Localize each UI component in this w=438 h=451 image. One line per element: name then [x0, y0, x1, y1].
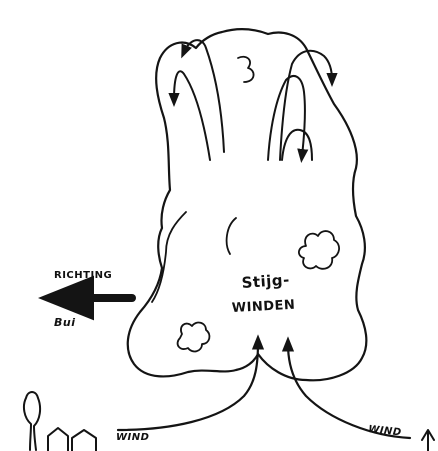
cloud-puff-right [299, 231, 339, 269]
updraft-arrow-top-left [174, 71, 210, 160]
house-icon [48, 428, 96, 451]
rising-winds-label-line2: WINDEN [231, 298, 295, 316]
wind-label-right: WIND [368, 424, 402, 438]
updraft-arrow-right-small [282, 130, 312, 160]
cloud-curl-left [227, 218, 236, 254]
cloud-puff-lower-left [178, 323, 210, 352]
updraft-arrow-top-right-outer [280, 51, 332, 160]
wind-arrow-right [288, 344, 410, 438]
tree-icon [24, 392, 40, 450]
cloud-left-contour [152, 212, 186, 302]
cloud-curl-top [238, 57, 254, 82]
small-up-arrow-icon [422, 430, 434, 451]
wind-label-left: WIND [116, 432, 149, 443]
updraft-arrow-top-middle [184, 40, 224, 152]
storm-label: Bui [54, 316, 76, 329]
wind-arrow-left [118, 342, 258, 430]
rising-winds-label-line1: Stijg- [241, 271, 290, 292]
direction-label: RICHTING [54, 270, 112, 281]
